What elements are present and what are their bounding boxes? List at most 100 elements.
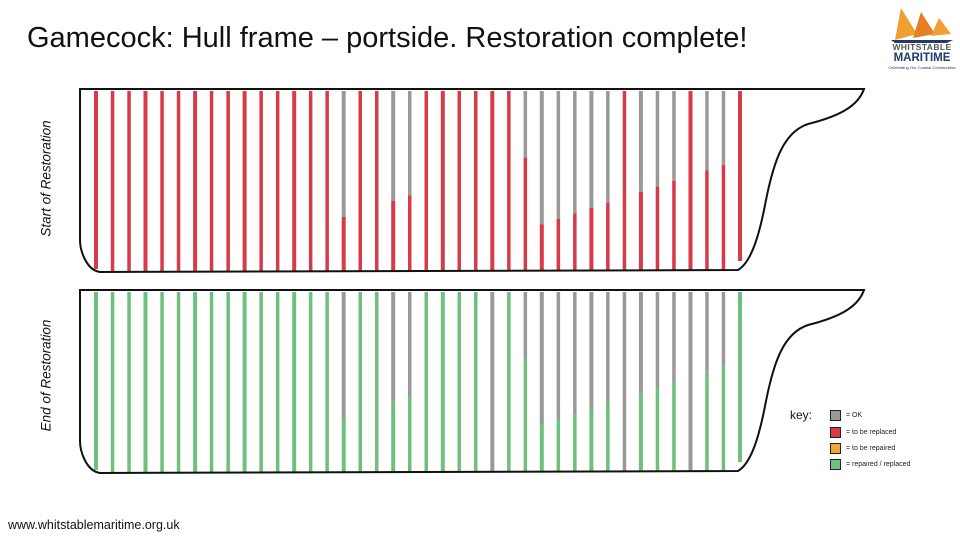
start-frame-35-lower: [655, 186, 660, 271]
end-frame-17: [358, 292, 362, 472]
start-frame-13: [292, 91, 297, 271]
end-frame-39-lower: [721, 365, 726, 472]
end-frame-27-lower: [523, 358, 528, 472]
logo-tagline: Celebrating Our Coastal Communities: [888, 65, 956, 70]
start-frame-35-upper: [655, 91, 660, 187]
end-frame-6: [176, 292, 181, 472]
end-frame-32-lower: [606, 403, 610, 472]
end-frame-31-lower: [589, 409, 594, 472]
end-frame-40: [738, 292, 742, 462]
end-frame-23: [457, 292, 461, 472]
key-item-ok: = OK: [830, 409, 862, 421]
start-frame-18: [375, 91, 379, 271]
end-frame-11: [259, 292, 263, 472]
end-frame-26: [507, 292, 511, 472]
end-frame-8: [209, 292, 214, 472]
end-frame-18: [375, 292, 379, 472]
end-frame-25: [490, 292, 495, 472]
start-frame-26: [507, 91, 511, 271]
end-frame-30-upper: [573, 292, 577, 415]
end-frame-10: [242, 292, 247, 472]
end-frame-5: [160, 292, 164, 472]
end-frame-29-upper: [556, 292, 561, 420]
hull-start-of-restoration: [79, 88, 866, 274]
start-frame-2: [110, 91, 115, 271]
start-frame-38-upper: [705, 91, 709, 171]
end-frame-24: [474, 292, 478, 472]
end-frame-21: [424, 292, 428, 472]
legend-key: key: = OK = to be replaced = to be repai…: [790, 408, 950, 478]
hull-outline-end: [79, 289, 866, 475]
start-frame-32-upper: [606, 91, 610, 203]
start-frame-38-lower: [705, 170, 709, 271]
start-frame-40: [738, 91, 742, 261]
end-frame-7: [193, 292, 198, 472]
start-frame-9: [226, 91, 230, 271]
end-frame-19-upper: [391, 292, 396, 402]
end-frame-3: [127, 292, 131, 472]
end-frame-37: [688, 292, 693, 472]
end-frame-31-upper: [589, 292, 594, 409]
start-frame-36-lower: [672, 181, 676, 271]
end-frame-35-lower: [655, 387, 660, 472]
key-label-ok: = OK: [846, 411, 863, 419]
start-frame-12: [275, 91, 280, 271]
end-frame-12: [275, 292, 280, 472]
end-frame-20-lower: [408, 396, 412, 472]
website-url: www.whitstablemaritime.org.uk: [8, 518, 180, 532]
start-frame-30-lower: [573, 213, 577, 271]
start-frame-4: [143, 91, 148, 271]
start-frame-24: [474, 91, 478, 271]
start-frame-29-upper: [556, 91, 561, 219]
key-label-repaired-replaced: = repaired / replaced: [846, 460, 911, 468]
start-frame-31-lower: [589, 208, 594, 271]
key-item-repaired-replaced: = repaired / replaced: [830, 458, 910, 470]
start-frame-27-lower: [523, 157, 528, 271]
start-frame-6: [176, 91, 181, 271]
key-title: key:: [790, 408, 813, 422]
end-frame-30-lower: [573, 414, 577, 472]
start-frame-31-upper: [589, 91, 594, 208]
end-frame-33: [622, 292, 627, 472]
key-swatch-ok: [830, 409, 841, 421]
start-frame-19-lower: [391, 200, 396, 271]
end-frame-38-upper: [705, 292, 709, 372]
end-frame-36-lower: [672, 382, 676, 472]
end-frame-29-lower: [556, 419, 561, 472]
start-frame-33: [622, 91, 627, 271]
end-frame-34-lower: [638, 392, 643, 472]
start-frame-34-upper: [638, 91, 643, 192]
start-frame-8: [209, 91, 214, 271]
start-frame-15: [325, 91, 329, 271]
end-frame-15: [325, 292, 329, 472]
end-frame-34-upper: [638, 292, 643, 393]
end-frame-19-lower: [391, 401, 396, 472]
key-swatch-repaired-replaced: [830, 458, 841, 470]
start-frame-23: [457, 91, 461, 271]
end-frame-1: [94, 292, 98, 470]
start-frame-14: [308, 91, 313, 271]
end-frame-28-lower: [539, 425, 544, 472]
start-frame-3: [127, 91, 131, 271]
start-frame-20-upper: [408, 91, 412, 196]
key-label-to-be-replaced: = to be replaced: [846, 428, 897, 436]
hull-outline-start: [79, 88, 866, 274]
start-frame-37: [688, 91, 693, 271]
sailing-barge-sails-icon: [891, 8, 953, 43]
end-frame-28-upper: [539, 292, 544, 426]
end-frame-20-upper: [408, 292, 412, 397]
start-frame-34-lower: [638, 191, 643, 271]
start-frame-32-lower: [606, 202, 610, 271]
start-frame-30-upper: [573, 91, 577, 214]
start-frame-28-lower: [539, 224, 544, 271]
end-frame-13: [292, 292, 297, 472]
end-frame-27-upper: [523, 292, 528, 359]
end-frame-2: [110, 292, 115, 472]
whitstable-maritime-logo: WHITSTABLE MARITIME Celebrating Our Coas…: [887, 4, 957, 76]
key-item-to-be-repaired: = to be repaired: [830, 442, 895, 454]
end-frame-4: [143, 292, 148, 472]
end-frame-32-upper: [606, 292, 610, 404]
end-frame-36-upper: [672, 292, 676, 382]
start-frame-21: [424, 91, 428, 271]
end-frame-9: [226, 292, 230, 472]
